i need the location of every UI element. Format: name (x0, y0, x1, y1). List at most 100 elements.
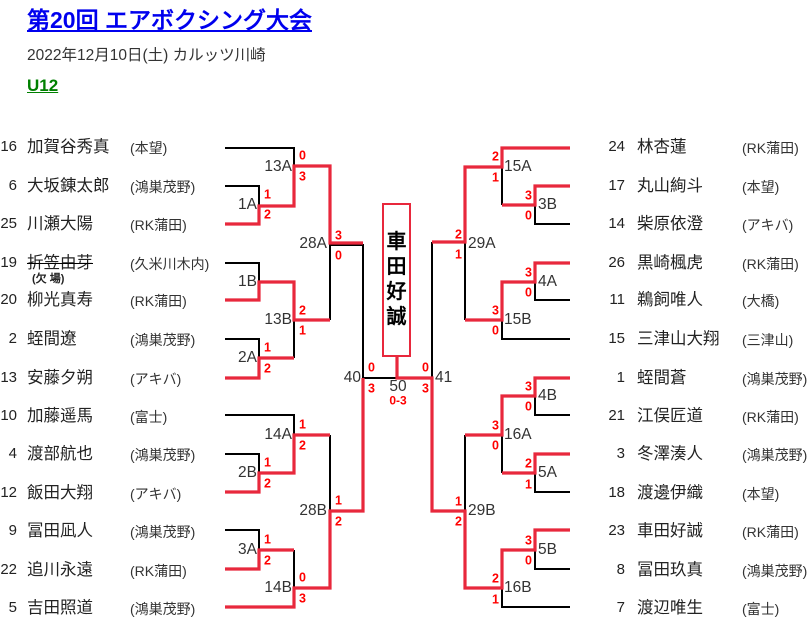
player-name: 大坂錬太郎 (27, 177, 110, 195)
match-label-1b: 1B (238, 273, 257, 290)
player-club: (鴻巣茂野) (742, 371, 808, 387)
player-club: (鴻巣茂野) (742, 447, 808, 463)
player-seed: 1 (616, 369, 625, 386)
player-club: (本望) (742, 179, 780, 195)
player-name: 渡部航也 (27, 445, 93, 463)
player-club: (本望) (742, 486, 780, 502)
score-28b-top: 1 (335, 493, 342, 508)
score-5a-bottom: 1 (525, 477, 532, 492)
score-14b-top: 0 (299, 570, 306, 585)
player-name: 冨田凪人 (27, 522, 93, 540)
player-name: 渡辺唯生 (637, 599, 703, 617)
match-label-41: 41 (435, 369, 453, 386)
match-label-14a: 14A (264, 426, 292, 443)
player-name: 渡邊伊織 (637, 484, 703, 502)
category-link-u12[interactable]: U12 (27, 76, 59, 95)
player-name: 安藤夕朔 (27, 369, 93, 387)
player-seed: 15 (608, 330, 625, 347)
score-2a-bottom: 2 (264, 361, 271, 376)
match-label-2a: 2A (238, 349, 257, 366)
player-seed: 20 (0, 291, 17, 308)
player-name: 黒崎楓虎 (637, 254, 703, 272)
player-club: (鴻巣茂野) (742, 563, 808, 579)
score-16a-top: 3 (492, 418, 499, 433)
score-4b-bottom: 0 (525, 399, 532, 414)
player-club: (RK蒲田) (742, 524, 799, 540)
score-28b-bottom: 2 (335, 514, 342, 529)
score-3a-top: 1 (264, 532, 271, 547)
player-name: 吉田照道 (27, 599, 93, 617)
match-label-1a: 1A (238, 196, 257, 213)
player-club: (鴻巣茂野) (130, 601, 196, 617)
player-seed: 25 (0, 215, 17, 232)
player-seed: 9 (8, 522, 17, 539)
score-28a-top: 3 (335, 228, 342, 243)
score-15a-bottom: 1 (492, 170, 499, 185)
score-2b-bottom: 2 (264, 476, 271, 491)
player-seed: 26 (608, 254, 625, 271)
player-name: 柳光真寿 (27, 291, 93, 309)
score-13b-bottom: 1 (299, 323, 306, 338)
score-41-bottom: 3 (422, 381, 429, 396)
player-club: (富士) (130, 409, 168, 425)
score-41-top: 0 (422, 360, 429, 375)
match-label-14b: 14B (264, 579, 292, 596)
score-1a-bottom: 2 (264, 207, 271, 222)
match-label-13a: 13A (264, 158, 292, 175)
player-seed: 13 (0, 369, 17, 386)
player-club: (アキバ) (742, 217, 794, 233)
player-club: (鴻巣茂野) (130, 447, 196, 463)
player-seed: 14 (608, 215, 625, 232)
match-label-16a: 16A (504, 426, 532, 443)
player-seed: 23 (608, 522, 625, 539)
player-seed: 5 (8, 599, 17, 616)
player-name: 鵜飼唯人 (637, 291, 703, 309)
score-29b-bottom: 2 (455, 514, 462, 529)
player-name: 車田好誠 (637, 522, 703, 540)
player-club: (三津山) (742, 332, 794, 348)
match-label-5b: 5B (538, 541, 557, 558)
match-label-4b: 4B (538, 387, 557, 404)
match-label-29b: 29B (468, 502, 496, 519)
match-label-15a: 15A (504, 158, 532, 175)
player-name: 江俣匠道 (637, 407, 703, 425)
withdrawn-note: (欠 場) (32, 273, 65, 285)
score-14a-top: 1 (299, 417, 306, 432)
score-4b-top: 3 (525, 379, 532, 394)
score-5a-top: 2 (525, 456, 532, 471)
player-club: (アキバ) (130, 371, 182, 387)
score-28a-bottom: 0 (335, 248, 342, 263)
score-29b-top: 1 (455, 494, 462, 509)
player-club: (本望) (130, 140, 168, 156)
player-name: 三津山大翔 (637, 330, 720, 348)
player-club: (久米川木内) (130, 256, 210, 272)
event-date-venue: 2022年12月10日(土) カルッツ川崎 (27, 47, 266, 64)
player-name: 飯田大翔 (27, 484, 93, 502)
player-club: (RK蒲田) (130, 217, 187, 233)
score-3b-bottom: 0 (525, 208, 532, 223)
score-29a-top: 2 (455, 227, 462, 242)
match-label-16b: 16B (504, 579, 532, 596)
score-16a-bottom: 0 (492, 438, 499, 453)
score-13a-bottom: 3 (299, 169, 306, 184)
bracket-lose-lines (225, 147, 570, 608)
score-16b-bottom: 1 (492, 592, 499, 607)
player-name: 蛭間遼 (27, 330, 77, 348)
player-name: 丸山絢斗 (637, 177, 703, 195)
player-seed: 12 (0, 484, 17, 501)
tournament-title-link[interactable]: 第20回 エアボクシング大会 (27, 7, 312, 33)
player-seed: 19 (0, 254, 17, 271)
score-40-bottom: 3 (368, 381, 375, 396)
match-label-5a: 5A (538, 464, 557, 481)
player-name: 柴原依澄 (637, 215, 703, 233)
score-5b-bottom: 0 (525, 553, 532, 568)
player-name: 林杏蓮 (637, 138, 687, 156)
match-label-13b: 13B (264, 311, 292, 328)
player-club: (RK蒲田) (130, 563, 187, 579)
bracket-win-paths (225, 146, 570, 609)
score-40-top: 0 (368, 360, 375, 375)
player-seed: 24 (608, 138, 625, 155)
match-label-4a: 4A (538, 273, 557, 290)
score-4a-bottom: 0 (525, 285, 532, 300)
